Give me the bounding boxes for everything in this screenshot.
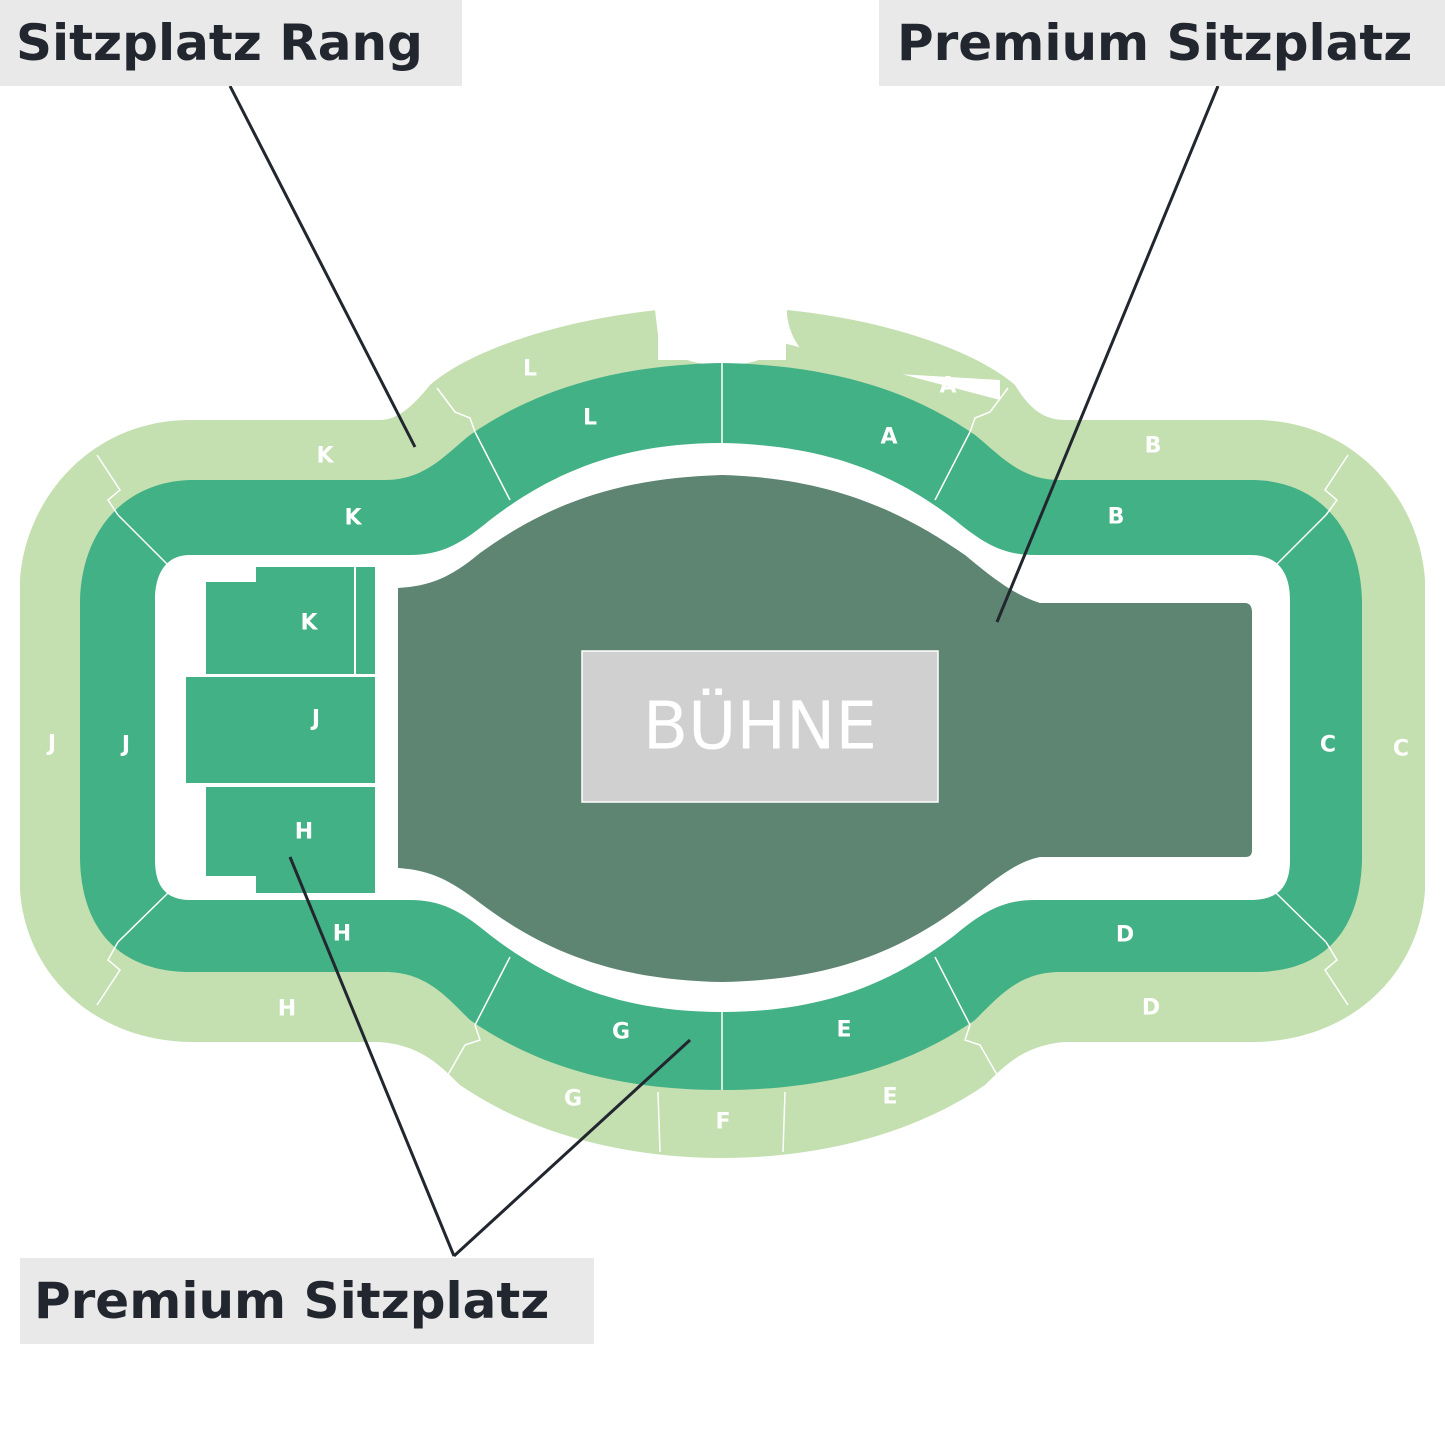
section-labels: L A B C D E F G H J K L A B C D E G H J … [46,357,1409,1135]
inner-label-l: L [583,406,597,431]
floor-label-j: J [310,707,320,732]
inner-label-b: B [1108,505,1125,530]
outer-label-c: C [1393,737,1409,762]
outer-label-d: D [1142,996,1160,1021]
inner-label-j: J [120,733,130,758]
floor-block-k-strip[interactable] [356,567,375,674]
inner-label-e: E [836,1018,851,1043]
inner-label-k: K [344,506,362,531]
callout-premium-top-text: Premium Sitzplatz [897,14,1412,72]
outer-label-l: L [523,357,537,382]
outer-label-b: B [1145,434,1162,459]
inner-label-d: D [1116,923,1134,948]
callout-rang: Sitzplatz Rang [0,0,462,86]
floor-block-k[interactable] [206,567,354,674]
outer-label-e: E [882,1085,897,1110]
outer-label-a: A [939,374,956,399]
callout-rang-text: Sitzplatz Rang [16,14,423,72]
section-dividers [96,363,1349,1153]
outer-label-j: J [46,732,56,757]
inner-label-c: C [1320,733,1336,758]
stage-label: BÜHNE [643,688,877,765]
floor-blocks [186,567,375,893]
floor-label-h: H [295,820,313,845]
outer-label-f: F [715,1110,730,1135]
inner-label-a: A [880,425,897,450]
callout-premium-top: Premium Sitzplatz [879,0,1445,86]
outer-label-k: K [316,444,334,469]
inner-label-h: H [333,922,351,947]
callout-premium-bottom-text: Premium Sitzplatz [34,1272,549,1330]
outer-label-g: G [564,1087,582,1112]
outer-label-h: H [278,997,296,1022]
floor-block-j[interactable] [186,677,375,783]
floor-label-k: K [300,611,318,636]
leader-lines [228,85,1220,1258]
floor-block-h[interactable] [206,787,375,893]
stage [581,650,939,803]
callout-premium-bottom: Premium Sitzplatz [20,1258,594,1344]
inner-label-g: G [612,1020,630,1045]
